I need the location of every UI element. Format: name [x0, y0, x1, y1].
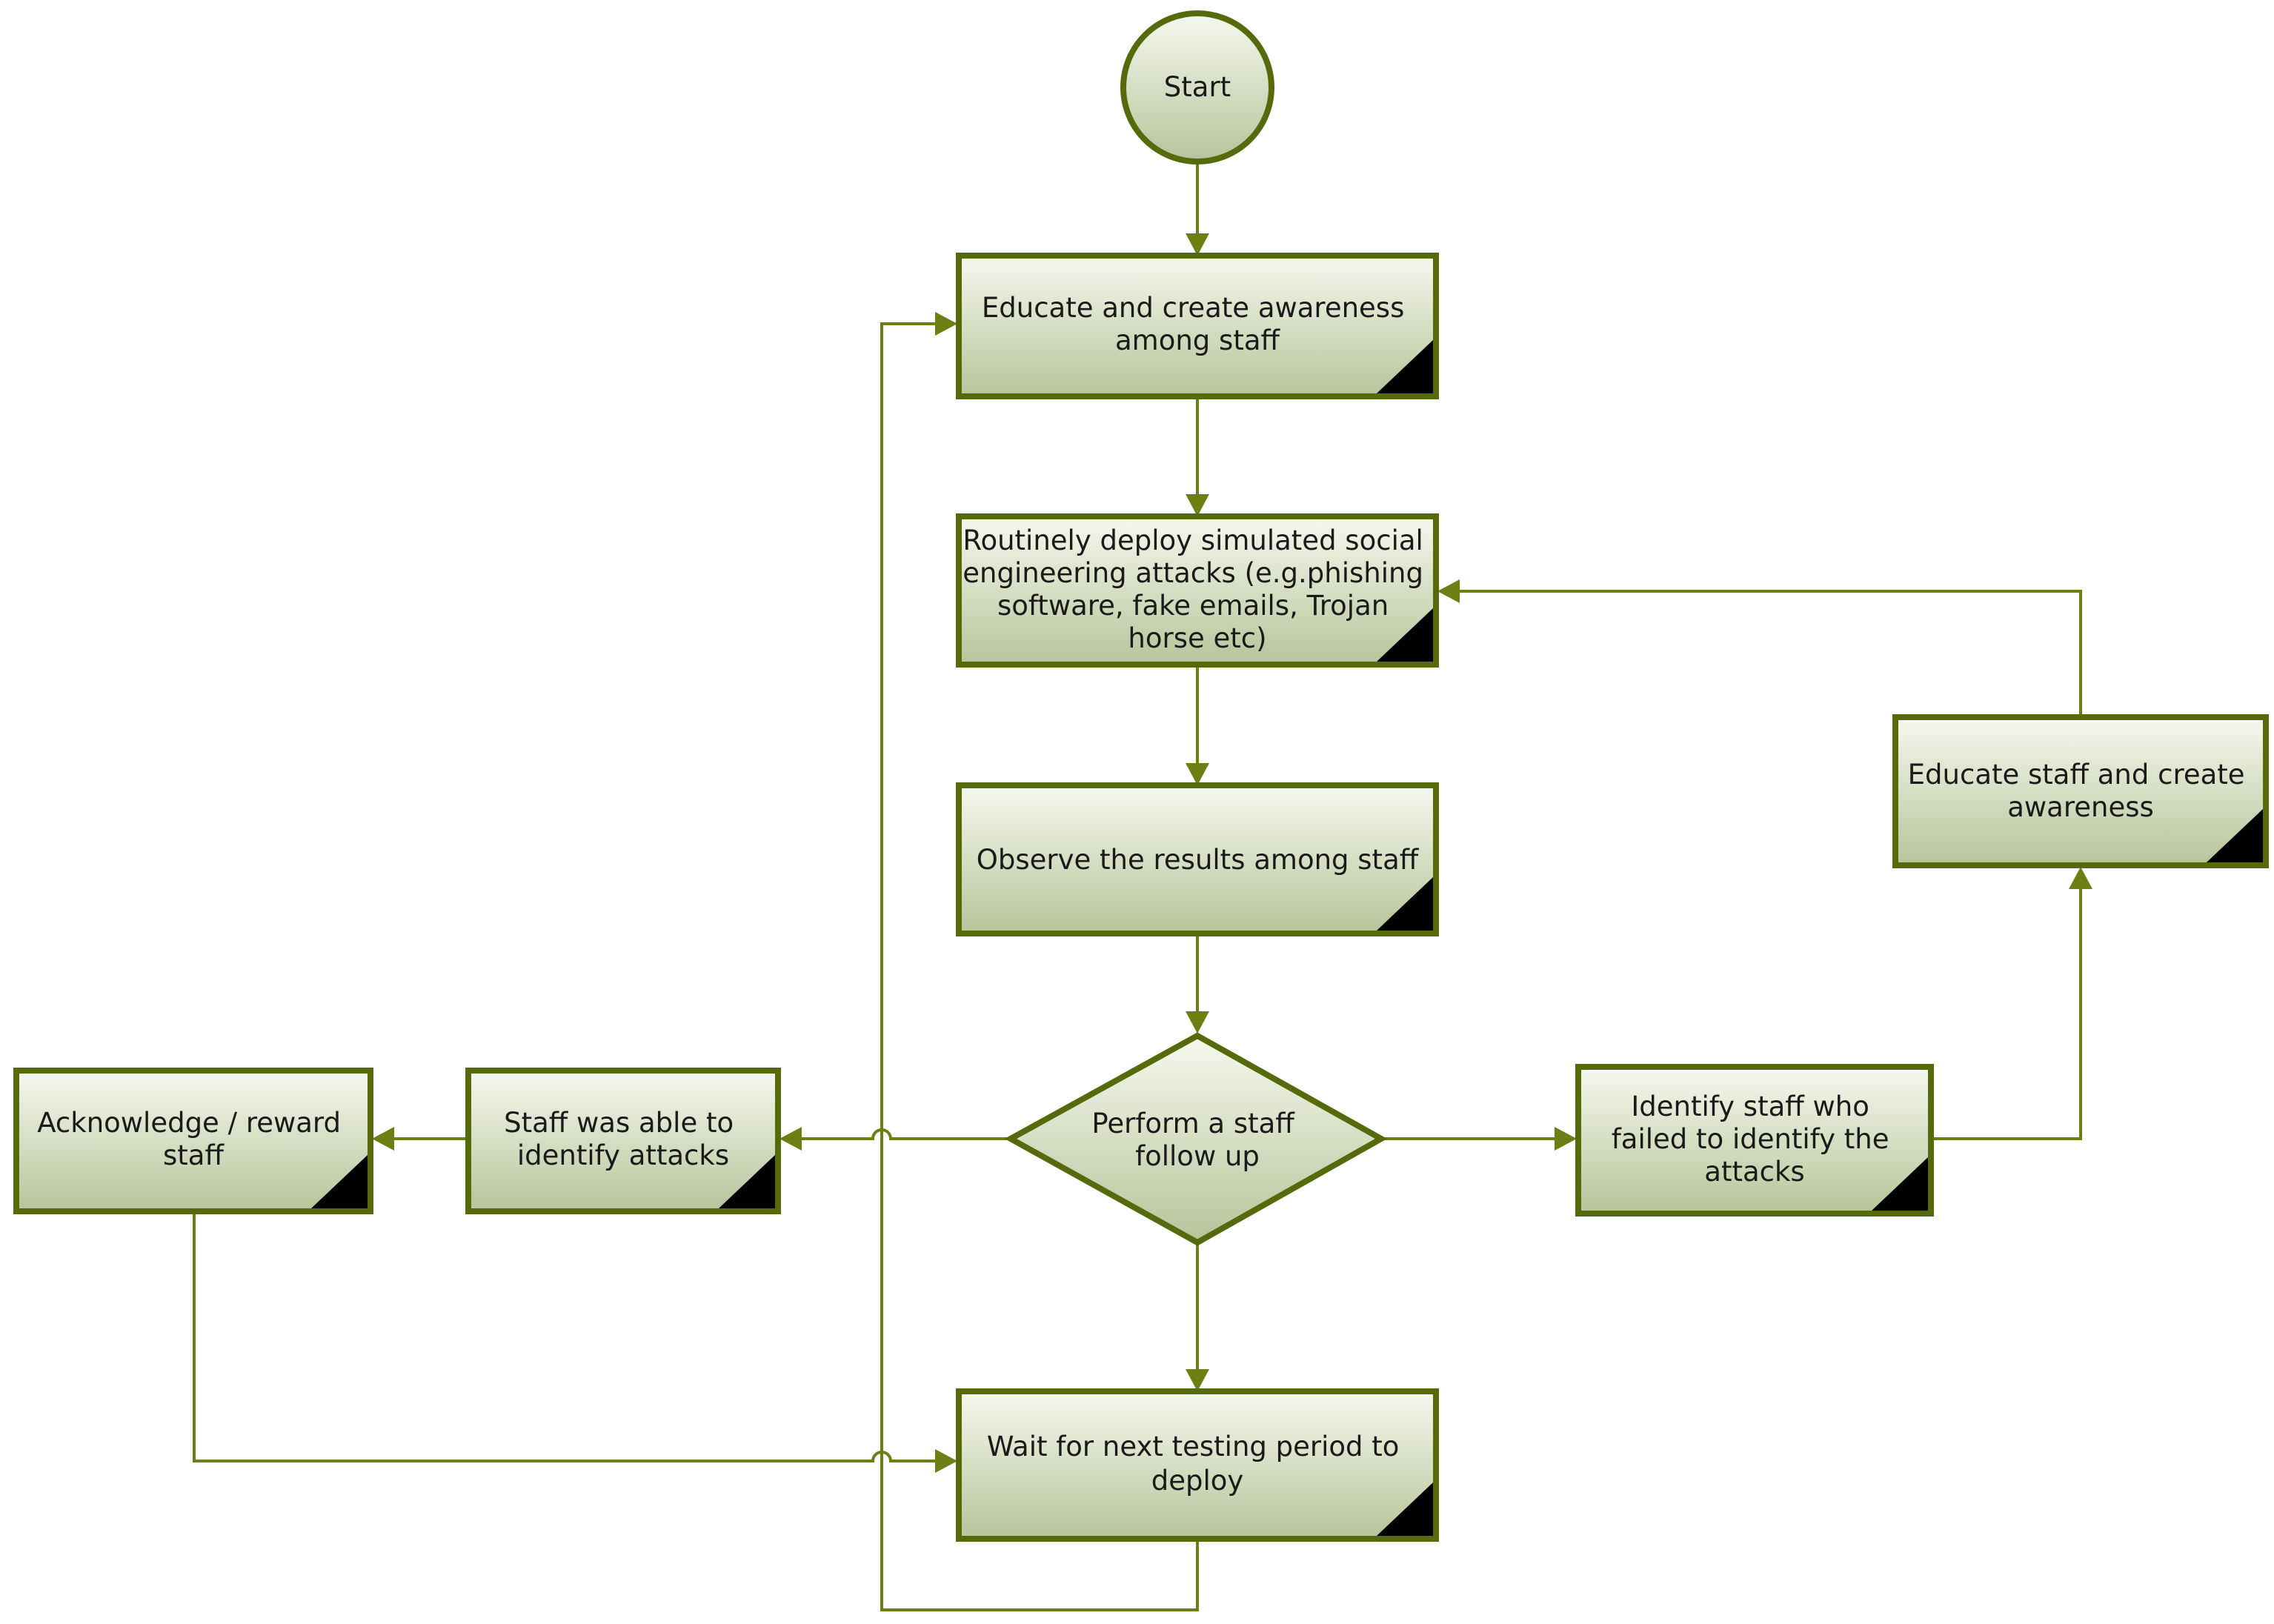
educate-staff-label: Educate staff and create awareness: [1908, 759, 2254, 823]
fold-corner: [311, 1155, 368, 1208]
identify-failed-box: Identify staff who failed to identify th…: [1575, 1064, 1934, 1217]
identify-failed-line-3: attacks: [1704, 1156, 1804, 1188]
acknowledge-reward-box: Acknowledge / reward staff: [13, 1068, 373, 1214]
fold-corner: [1872, 1157, 1928, 1211]
educate-staff-box: Educate staff and create awareness: [1892, 714, 2269, 868]
acknowledge-reward-line-1: Acknowledge / reward: [37, 1107, 341, 1139]
wait-next-period-box: Wait for next testing period to deploy: [956, 1388, 1439, 1542]
edge-followup-to-identified: [802, 1128, 1009, 1140]
identify-failed-label: Identify staff who failed to identify th…: [1612, 1091, 1898, 1188]
staff-follow-up-line-2: follow up: [1135, 1140, 1260, 1172]
arrowhead-followup-top: [1186, 1011, 1209, 1034]
educate-staff-line-1: Educate staff and create: [1908, 759, 2245, 791]
observe-results-line-1: Observe the results among staff: [977, 844, 1420, 876]
staff-follow-up-decision: Perform a staff follow up: [1004, 1032, 1388, 1246]
deploy-attacks-line-2: engineering attacks (e.g.phishing: [963, 557, 1423, 589]
fold-corner: [1377, 877, 1433, 931]
arrowhead-deploy-top: [1186, 494, 1209, 516]
fold-corner: [1377, 340, 1433, 393]
wait-next-period-line-2: deploy: [1151, 1465, 1244, 1497]
edge-educate-staff-to-deploy: [1460, 590, 2082, 717]
fold-corner: [719, 1155, 775, 1208]
arrowhead-educate-left: [935, 312, 957, 336]
educate-awareness-line-1: Educate and create awareness: [982, 292, 1404, 324]
arrowhead-failed-left: [1555, 1127, 1577, 1151]
connectors: [193, 159, 2092, 1611]
wait-next-period-line-1: Wait for next testing period to: [987, 1431, 1400, 1462]
identify-failed-line-2: failed to identify the: [1612, 1123, 1889, 1155]
edge-failed-to-educate-staff: [1932, 889, 2082, 1140]
acknowledge-reward-line-2: staff: [163, 1139, 225, 1171]
edge-wait-loop-to-educate: [880, 322, 1199, 1611]
start-node: Start: [1120, 10, 1274, 164]
staff-identified-box: Staff was able to identify attacks: [465, 1068, 781, 1214]
deploy-attacks-box: Routinely deploy simulated social engine…: [956, 513, 1439, 668]
acknowledge-reward-label: Acknowledge / reward staff: [37, 1107, 349, 1171]
staff-identified-line-1: Staff was able to: [504, 1107, 734, 1139]
arrowhead-deploy-right: [1437, 579, 1460, 603]
deploy-attacks-label: Routinely deploy simulated social engine…: [963, 525, 1432, 654]
fold-corner: [1377, 1482, 1433, 1536]
staff-follow-up-line-1: Perform a staff: [1091, 1108, 1295, 1139]
educate-staff-line-2: awareness: [2007, 791, 2154, 823]
wait-next-period-label: Wait for next testing period to deploy: [987, 1431, 1408, 1497]
educate-awareness-line-2: among staff: [1115, 325, 1281, 356]
observe-results-box: Observe the results among staff: [956, 782, 1439, 936]
fold-corner: [1377, 608, 1433, 662]
arrowhead-educate-staff-bottom: [2069, 867, 2092, 889]
educate-awareness-box: Educate and create awareness among staff: [956, 253, 1439, 399]
edge-acknowledge-to-wait: [193, 1211, 935, 1462]
identify-failed-line-1: Identify staff who: [1631, 1091, 1869, 1122]
start-label: Start: [1164, 71, 1231, 103]
deploy-attacks-line-1: Routinely deploy simulated social: [963, 525, 1423, 556]
arrowhead-wait-left: [935, 1449, 957, 1473]
staff-identified-line-2: identify attacks: [517, 1139, 729, 1171]
arrowhead-wait-top: [1186, 1369, 1209, 1391]
arrowhead-observe-top: [1186, 763, 1209, 785]
deploy-attacks-line-4: horse etc): [1128, 622, 1266, 654]
arrowhead-acknowledge-right: [372, 1127, 394, 1151]
observe-results-label: Observe the results among staff: [977, 844, 1420, 876]
deploy-attacks-line-3: software, fake emails, Trojan: [997, 590, 1389, 622]
arrowhead-educate-top: [1186, 233, 1209, 256]
educate-awareness-label: Educate and create awareness among staff: [982, 292, 1413, 356]
staff-follow-up-label: Perform a staff follow up: [1091, 1108, 1303, 1172]
staff-identified-label: Staff was able to identify attacks: [504, 1107, 742, 1171]
fold-corner: [2207, 809, 2263, 862]
arrowhead-identified-right: [779, 1127, 802, 1151]
